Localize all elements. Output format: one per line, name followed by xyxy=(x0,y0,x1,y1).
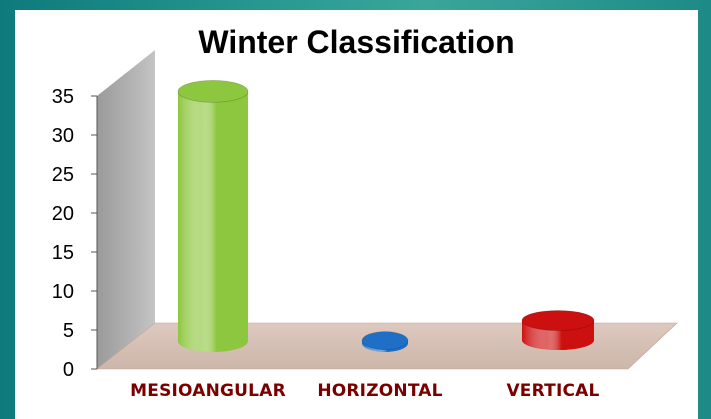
y-tick-label: 15 xyxy=(52,242,74,264)
bar xyxy=(361,331,409,352)
x-category-label: HORIZONTAL xyxy=(317,381,442,401)
chart-title: Winter Classification xyxy=(198,24,515,60)
bar xyxy=(521,310,595,350)
x-category-label: VERTICAL xyxy=(506,381,599,401)
x-category-label: MESIOANGULAR xyxy=(130,381,286,401)
bar-top xyxy=(177,80,249,103)
bar xyxy=(177,80,249,353)
y-tick-label: 35 xyxy=(52,86,74,108)
y-tick-label: 5 xyxy=(63,320,74,342)
y-tick-label: 25 xyxy=(52,164,74,186)
bar-top xyxy=(521,310,595,331)
bar-top xyxy=(361,331,409,351)
y-tick-label: 0 xyxy=(63,359,74,381)
y-tick-label: 10 xyxy=(52,281,74,303)
y-tick-label: 30 xyxy=(52,125,74,147)
back-wall xyxy=(97,50,155,369)
bar-shading xyxy=(178,91,248,353)
y-tick-label: 20 xyxy=(52,203,74,225)
